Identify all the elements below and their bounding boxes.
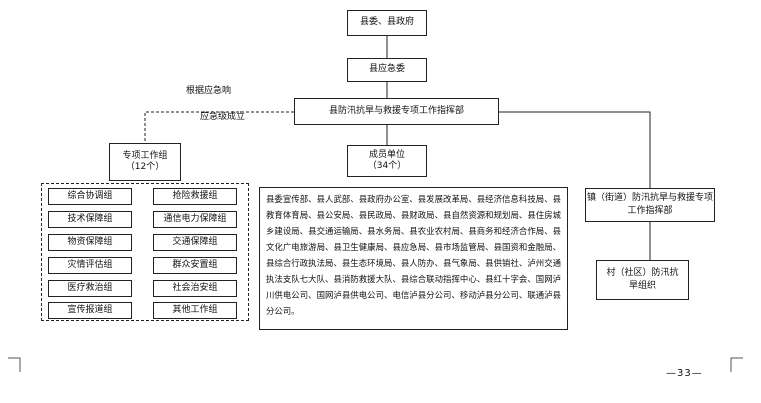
county-committee-government-label: 县委、县政府 (359, 17, 414, 28)
town-headquarters-box: 镇（街道）防汛抗旱与救援专项工作指挥部 (585, 188, 715, 222)
group-label: 通信电力保障组 (163, 213, 227, 224)
member-units-header-box: 成员单位 （34个） (347, 145, 427, 177)
group-box: 交通保障组 (153, 234, 237, 251)
town-headquarters-label: 镇（街道）防汛抗旱与救援专项工作指挥部 (586, 192, 713, 216)
special-groups-title: 专项工作组 (122, 150, 168, 161)
activation-note-line2: 应急级成立 (200, 112, 246, 122)
group-box: 其他工作组 (153, 302, 237, 319)
right-corner-mark (730, 357, 743, 372)
special-groups-header-box: 专项工作组 （12个） (109, 143, 181, 181)
group-box: 物资保障组 (48, 234, 132, 251)
group-box: 灾情评估组 (48, 257, 132, 274)
county-emergency-committee-label: 县应急委 (368, 64, 405, 75)
special-groups-container (41, 183, 249, 321)
group-box: 医疗救治组 (48, 280, 132, 297)
group-box: 综合协调组 (48, 188, 132, 205)
member-units-count: （34个） (367, 161, 407, 171)
hq-to-town-line (499, 111, 651, 188)
group-label: 灾情评估组 (67, 259, 113, 270)
flood-relief-headquarters-box: 县防汛抗旱与救援专项工作指挥部 (294, 98, 499, 125)
group-label: 其他工作组 (172, 304, 218, 315)
group-box: 群众安置组 (153, 257, 237, 274)
group-label: 社会治安组 (172, 282, 218, 293)
left-corner-mark (8, 357, 21, 372)
village-organization-label: 村（社区）防汛抗旱组织 (606, 267, 679, 291)
group-label: 技术保障组 (67, 213, 113, 224)
group-label: 宣传报道组 (67, 304, 113, 315)
group-label: 医疗救治组 (67, 282, 113, 293)
group-label: 交通保障组 (172, 236, 218, 247)
group-box: 技术保障组 (48, 211, 132, 228)
group-box: 宣传报道组 (48, 302, 132, 319)
county-emergency-committee-box: 县应急委 (347, 58, 427, 82)
group-label: 物资保障组 (67, 236, 113, 247)
group-box: 社会治安组 (153, 280, 237, 297)
group-label: 抢险救援组 (172, 190, 218, 201)
special-groups-count: （12个） (125, 162, 165, 172)
group-box: 抢险救援组 (153, 188, 237, 205)
county-committee-government-box: 县委、县政府 (347, 10, 427, 36)
village-organization-box: 村（社区）防汛抗旱组织 (596, 260, 689, 300)
member-units-title: 成员单位 (368, 149, 405, 160)
group-label: 综合协调组 (67, 190, 113, 201)
flood-relief-headquarters-label: 县防汛抗旱与救援专项工作指挥部 (328, 105, 464, 116)
group-label: 群众安置组 (172, 259, 218, 270)
member-units-list-text: 县委宣传部、县人武部、县政府办公室、县发展改革局、县经济信息科技局、县教育体育局… (266, 194, 561, 316)
group-box: 通信电力保障组 (153, 211, 237, 228)
page-number: —33— (666, 368, 703, 379)
member-units-list-box: 县委宣传部、县人武部、县政府办公室、县发展改革局、县经济信息科技局、县教育体育局… (259, 187, 568, 330)
activation-note-line1: 根据应急响 (186, 86, 232, 96)
